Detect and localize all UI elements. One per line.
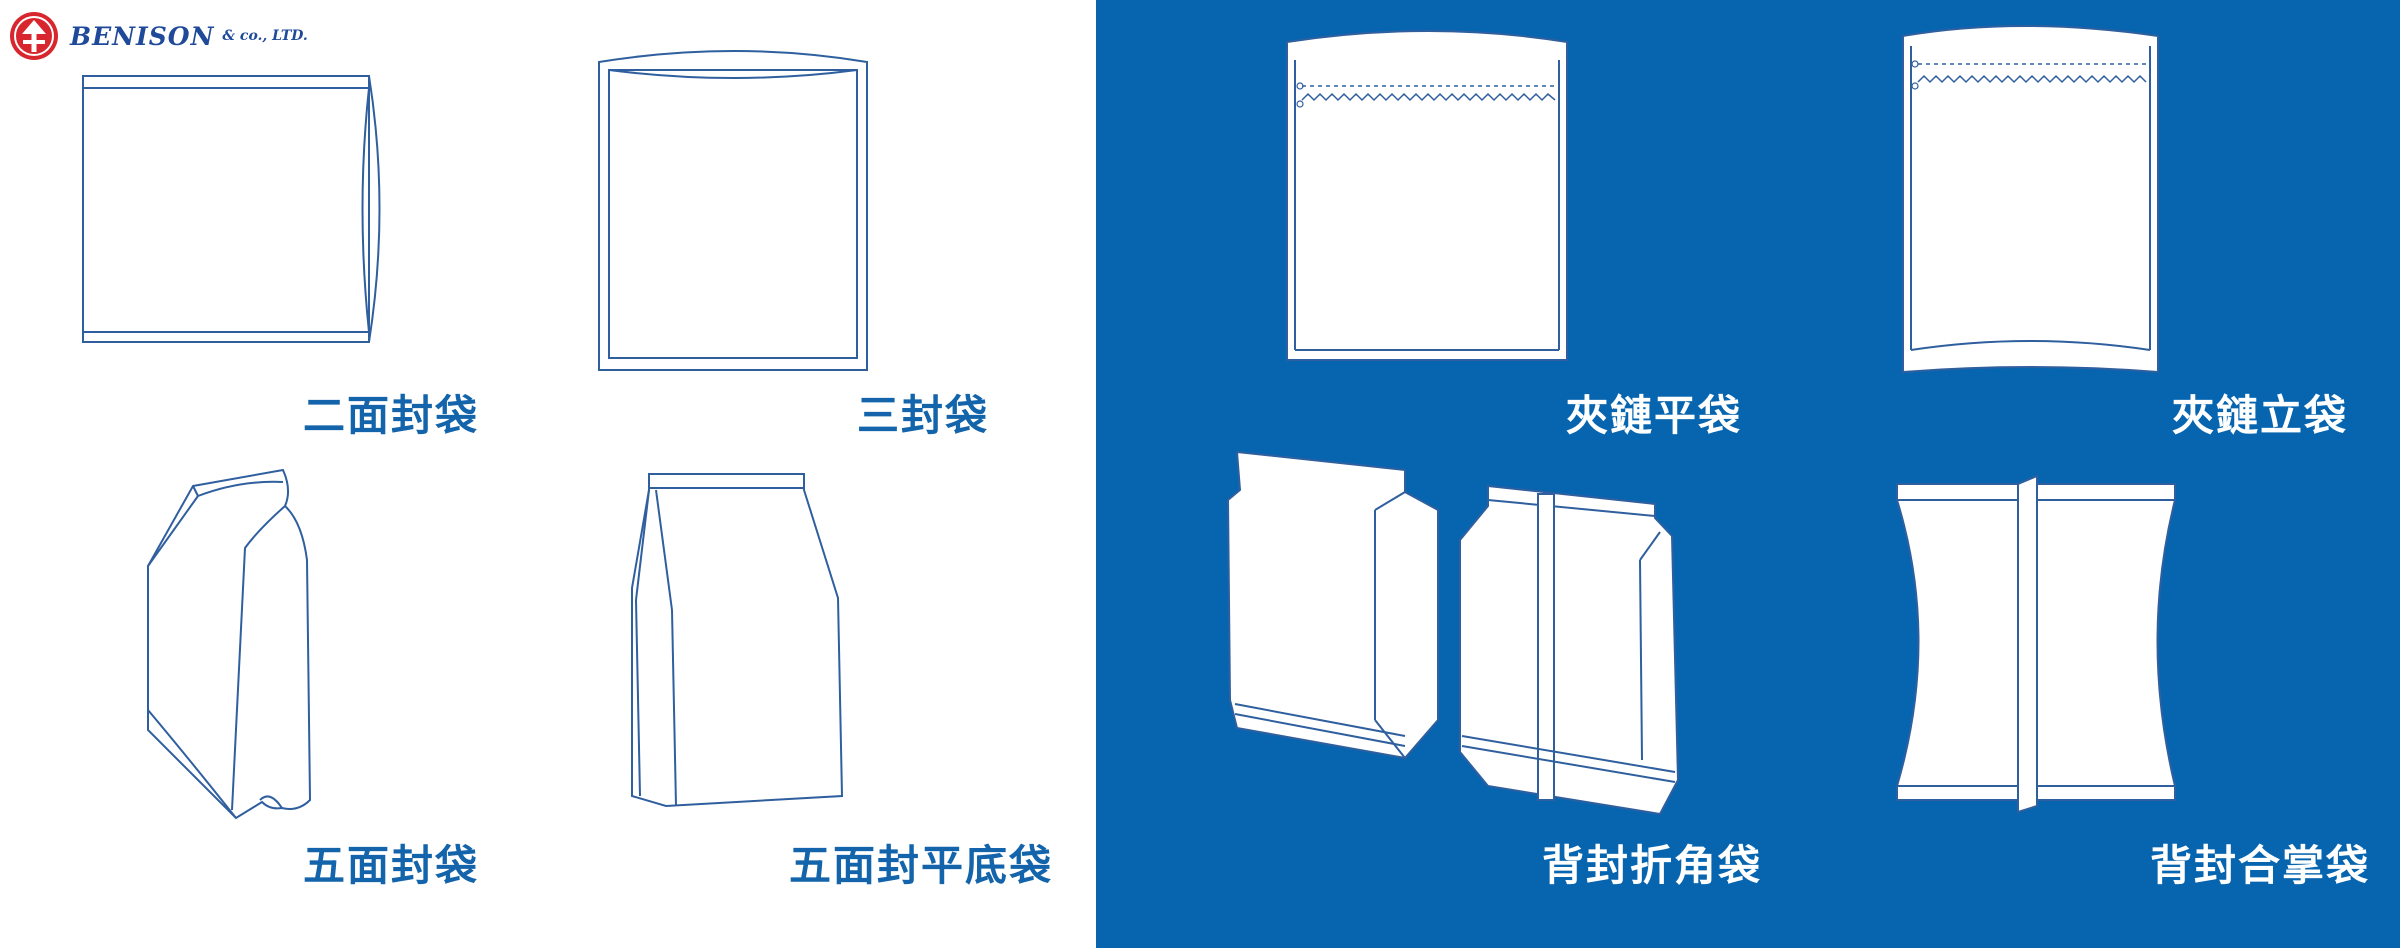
three-side-seal-bag-icon xyxy=(598,50,868,371)
back-seal-gusset-bag-front-icon xyxy=(1226,450,1439,760)
flat-bottom-bag-icon xyxy=(631,473,844,808)
two-side-seal-bag-icon xyxy=(82,75,381,343)
back-seal-fin-bag-icon xyxy=(1896,474,2176,814)
back-seal-gusset-bag-back-icon xyxy=(1459,484,1680,816)
brand-logo: BENISON & co., LTD. xyxy=(8,10,308,62)
label-flat-bottom-bag: 五面封平底袋 xyxy=(789,841,1054,890)
brand-name: BENISON xyxy=(70,21,215,51)
label-back-seal-fin-bag: 背封合掌袋 xyxy=(2150,841,2371,890)
label-two-side-seal-bag: 二面封袋 xyxy=(303,391,480,440)
brand-suffix: & co., LTD. xyxy=(222,28,308,44)
label-zipper-stand-up-bag: 夾鏈立袋 xyxy=(2172,391,2349,440)
five-side-seal-bag-icon xyxy=(147,468,312,820)
label-back-seal-gusset-bag: 背封折角袋 xyxy=(1542,841,1763,890)
benison-logo-icon xyxy=(10,12,58,60)
zipper-stand-up-bag-icon xyxy=(1902,25,2159,374)
label-zipper-flat-bag: 夾鏈平袋 xyxy=(1566,391,1743,440)
label-three-side-seal-bag: 三封袋 xyxy=(857,391,990,440)
zipper-flat-bag-icon xyxy=(1286,30,1568,361)
label-five-side-seal-bag: 五面封袋 xyxy=(303,841,480,890)
